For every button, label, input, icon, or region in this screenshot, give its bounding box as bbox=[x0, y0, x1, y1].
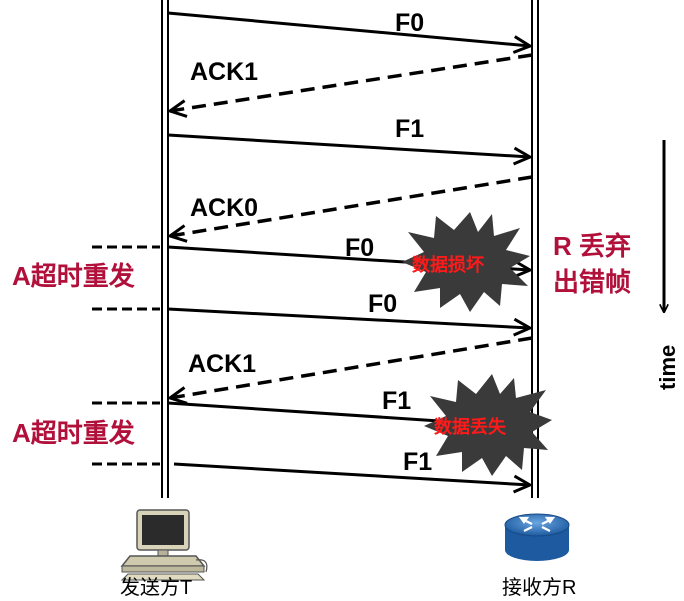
message-label: F0 bbox=[395, 9, 424, 37]
message-label: ACK0 bbox=[190, 194, 258, 222]
receiver-discard-label-line2: 出错帧 bbox=[553, 267, 631, 297]
message-f1-first: F1 bbox=[167, 115, 530, 157]
message-label: F1 bbox=[382, 387, 411, 415]
corruption-burst: 数据损坏 bbox=[402, 212, 530, 312]
message-ack1-first: ACK1 bbox=[170, 53, 533, 111]
sender-label: 发送方T bbox=[120, 576, 192, 599]
message-label: ACK1 bbox=[188, 350, 256, 378]
message-label: F1 bbox=[395, 115, 424, 143]
message-f0-first: F0 bbox=[167, 9, 530, 46]
timeout-label-second: A超时重发 bbox=[12, 418, 135, 448]
message-ack0: ACK0 bbox=[170, 175, 533, 236]
message-f1-retransmit: F1 bbox=[173, 448, 530, 485]
timeout-stub-first bbox=[92, 245, 160, 311]
message-f0-retransmit: F0 bbox=[167, 290, 530, 328]
message-label: F0 bbox=[345, 234, 374, 262]
message-label: F0 bbox=[368, 290, 397, 318]
time-axis: time bbox=[655, 140, 680, 390]
data-lost-label: 数据丢失 bbox=[434, 416, 507, 437]
receiver-discard-label-line1: R 丢弃 bbox=[553, 231, 631, 261]
time-label: time bbox=[655, 345, 680, 390]
message-label: ACK1 bbox=[190, 58, 258, 86]
message-label: F1 bbox=[403, 448, 432, 476]
timeout-label-first: A超时重发 bbox=[12, 261, 135, 291]
sender-timeline bbox=[161, 0, 169, 498]
data-corrupted-label: 数据损坏 bbox=[412, 254, 484, 275]
message-ack1-second: ACK1 bbox=[170, 336, 533, 398]
router-icon bbox=[504, 513, 570, 561]
loss-burst: 数据丢失 bbox=[424, 374, 552, 476]
desktop-computer-icon bbox=[120, 509, 208, 581]
receiver-label: 接收方R bbox=[502, 576, 576, 599]
timeout-stub-second bbox=[92, 401, 160, 466]
